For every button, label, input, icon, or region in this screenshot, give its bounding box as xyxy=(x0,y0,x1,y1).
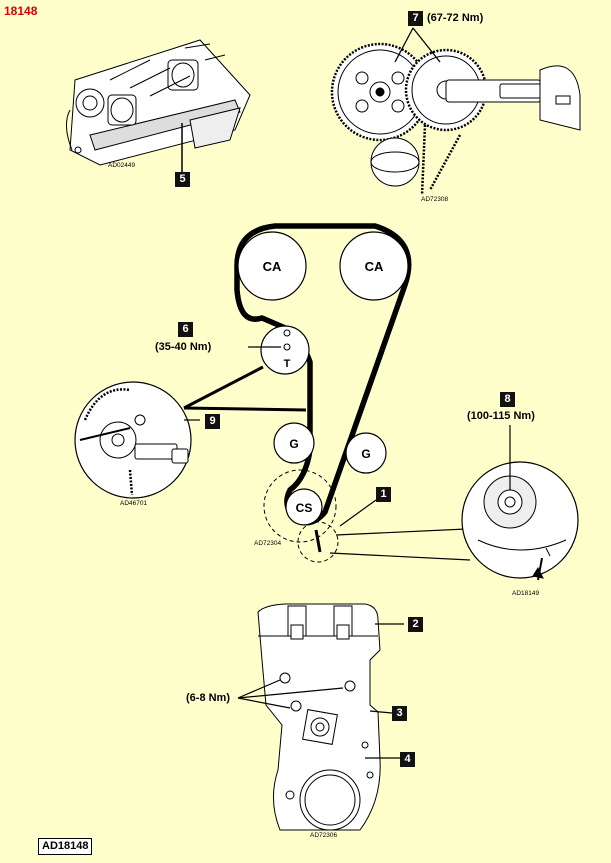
code-cover: AD72306 xyxy=(310,832,338,839)
code-tensioner-detail: AD46701 xyxy=(120,500,148,507)
torque-8: (100-115 Nm) xyxy=(467,410,535,422)
crankshaft-pulley-illustration xyxy=(461,425,579,581)
camshaft-assembly-illustration xyxy=(66,39,251,172)
callout-7: 7 xyxy=(408,11,423,26)
idler-pulley-left xyxy=(273,422,315,464)
camshaft-pulley-left xyxy=(237,231,307,301)
torque-7: (67-72 Nm) xyxy=(427,12,484,24)
callout-2: 2 xyxy=(408,617,423,632)
callout-3: 3 xyxy=(392,706,407,721)
code-belt-routing: AD72304 xyxy=(254,540,282,547)
pulley-label-ca-left: CA xyxy=(263,259,282,274)
code-cam-pulleys: AD72308 xyxy=(421,196,449,203)
cam-pulleys-illustration xyxy=(330,27,581,196)
pulley-label-tensioner: T xyxy=(284,358,291,370)
code-crank-pulley: AD18149 xyxy=(512,590,540,597)
pulley-label-idler-left: G xyxy=(289,437,298,451)
tensioner-pulley xyxy=(260,325,310,375)
callout-6: 6 xyxy=(178,322,193,337)
callout-1: 1 xyxy=(376,487,391,502)
pulley-label-crankshaft: CS xyxy=(296,501,313,515)
callout-5: 5 xyxy=(175,172,190,187)
torque-cover-bolts: (6-8 Nm) xyxy=(186,692,231,704)
pulley-label-ca-right: CA xyxy=(365,259,384,274)
crankshaft-pulley xyxy=(285,488,323,526)
figure-reference: AD18148 xyxy=(38,838,93,855)
camshaft-pulley-right xyxy=(339,231,409,301)
torque-6: (35-40 Nm) xyxy=(155,341,212,353)
belt-routing-diagram xyxy=(234,223,471,563)
timing-cover-illustration xyxy=(237,603,404,831)
tensioner-detail-illustration xyxy=(74,365,307,499)
callout-8: 8 xyxy=(500,392,515,407)
code-cam-assembly: AD02449 xyxy=(108,162,136,169)
pulley-label-idler-right: G xyxy=(361,447,370,461)
callout-9: 9 xyxy=(205,414,220,429)
reference-number: 18148 xyxy=(4,4,38,18)
callout-4: 4 xyxy=(400,752,415,767)
idler-pulley-right xyxy=(345,432,387,474)
